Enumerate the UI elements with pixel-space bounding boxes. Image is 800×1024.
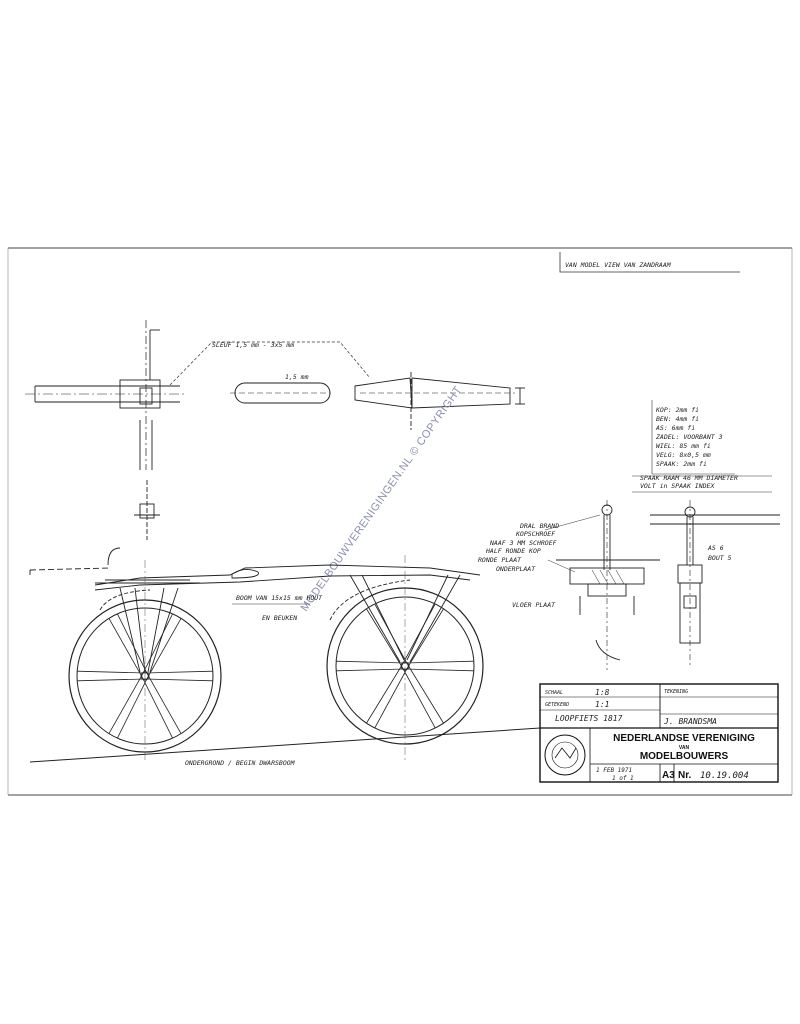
org-name-van: VAN [679,745,690,751]
top-bar-detail [25,320,185,470]
frame [29,547,481,673]
front-wheel-spoke [108,618,143,678]
date-value: 1 FEB 1971 [596,767,632,774]
front-wheel-spoke [144,678,214,682]
format-value: A3 [662,770,675,781]
hub-notes: DRAL BRAND KOPSCHROEF NAAF 3 MM SCHROEF … [478,514,601,573]
rear-wheel-spoke [402,603,436,665]
frame-note-line1: BOOM VAN 15x15 mm HOUT [236,594,323,602]
hub-note-3: NAAF 3 MM SCHROEF [489,539,557,547]
hub-note-1: DRAL BRAND [519,522,559,530]
spoke-note-1: SPAAK RAAM 46 MM DIAMETER [640,474,738,482]
hub-note-5: RONDE PLAAT [478,556,522,564]
title-label: TEKENING [664,689,688,695]
nr-label: Nr. [678,770,692,781]
spoke-note-2: VOLT in SPAAK INDEX [640,482,715,490]
hub-note-6: ONDERPLAAT [496,565,536,573]
material-item-5: WIEL: 85 mm fi [656,442,711,450]
watermark: MODELBOUWVERENIGINGEN.NL © COPYRIGHT [299,384,465,614]
rear-wheel-spoke [335,668,406,672]
designer-value: LOOPFIETS 1817 [555,714,623,723]
material-item-7: SPAAK: 2mm fi [656,460,707,468]
hub-note-2: KOPSCHROEF [515,530,555,538]
rear-wheel-spoke [366,608,403,668]
ground-label: ONDERGROND / BEGIN DWARSBOOM [185,759,296,767]
rear-wheel-spoke [335,660,406,664]
scale-value: 1:8 [595,688,610,697]
drawn-value: 1:1 [595,700,609,709]
ground-line [29,727,541,763]
front-wheel-spoke [144,670,214,674]
header-note-text: VAN MODEL VIEW VAN ZANDRAAM [565,261,672,269]
rear-wheel-spoke [402,667,436,729]
tapered-spindle [354,372,525,430]
rear-wheel-spoke [407,608,444,668]
frame-note-line2: EN BEUKEN [262,614,297,622]
front-wheel-spokes [76,613,214,739]
slot-detail [230,382,331,404]
front-wheel-spoke [147,618,182,678]
scale-label: SCHAAL [545,690,563,696]
front-wheel-spoke [141,677,174,739]
org-name-line2: MODELBOUWERS [640,751,729,762]
axle-note-line2: BOUT 5 [708,554,732,562]
axle-note-line1: AS 6 [707,544,724,552]
front-wheel-spoke [116,677,149,739]
rear-wheel-spoke [374,667,408,729]
material-item-2: BEN: 4mm fi [656,415,699,423]
top-detail-label: SLEUF 1,5 mm - 3x5 mm [212,341,294,349]
front-wheel-spoke [76,670,146,674]
material-item-1: KOP: 2mm fi [655,406,699,414]
front-wheel-spoke [116,613,149,675]
org-name-line1: NEDERLANDSE VERENIGING [613,733,755,744]
hub-section-1 [556,500,660,670]
rear-wheel-spoke [407,664,444,724]
frame-note: BOOM VAN 15x15 mm HOUT EN BEUKEN [232,594,323,622]
front-wheel-spoke [108,674,143,734]
nvm-seal [544,734,586,776]
header-note: VAN MODEL VIEW VAN ZANDRAAM [559,252,740,273]
slot-label: 1,5 mm [285,373,309,381]
rear-wheel-rim-inner [335,596,475,736]
axle-note: AS 6 BOUT 5 [707,544,732,562]
drawn-label: GETEKEND [545,702,569,708]
top-detail-leader [169,341,371,386]
front-wheel-spoke [141,613,174,675]
hub-bottom-label: VLOER PLAAT [512,601,556,609]
material-list: KOP: 2mm fi BEN: 4mm fi AS: 6mm fi ZADEL… [651,400,735,475]
hub-section-2 [650,500,780,665]
title-block [539,683,779,783]
hub-note-4: HALF RONDE KOP [485,547,541,555]
drawer-value: J. BRANDSMA [663,717,717,726]
hub-nut-detail [134,480,160,540]
sheet-number: 1 of 1 [612,775,634,782]
nr-value: 10.19.004 [700,771,749,781]
rear-wheel-spoke [366,664,403,724]
rear-wheel-spoke [404,668,475,672]
material-item-4: ZADEL: VOORBANT 3 [655,433,723,441]
material-item-3: AS: 6mm fi [655,424,695,432]
spoke-notes: SPAAK RAAM 46 MM DIAMETER VOLT in SPAAK … [632,474,772,493]
front-wheel-spoke [76,678,146,682]
front-wheel-spoke [147,674,182,734]
material-item-6: VELG: 8x0,5 mm [656,451,711,459]
rear-wheel-spoke [404,660,475,664]
